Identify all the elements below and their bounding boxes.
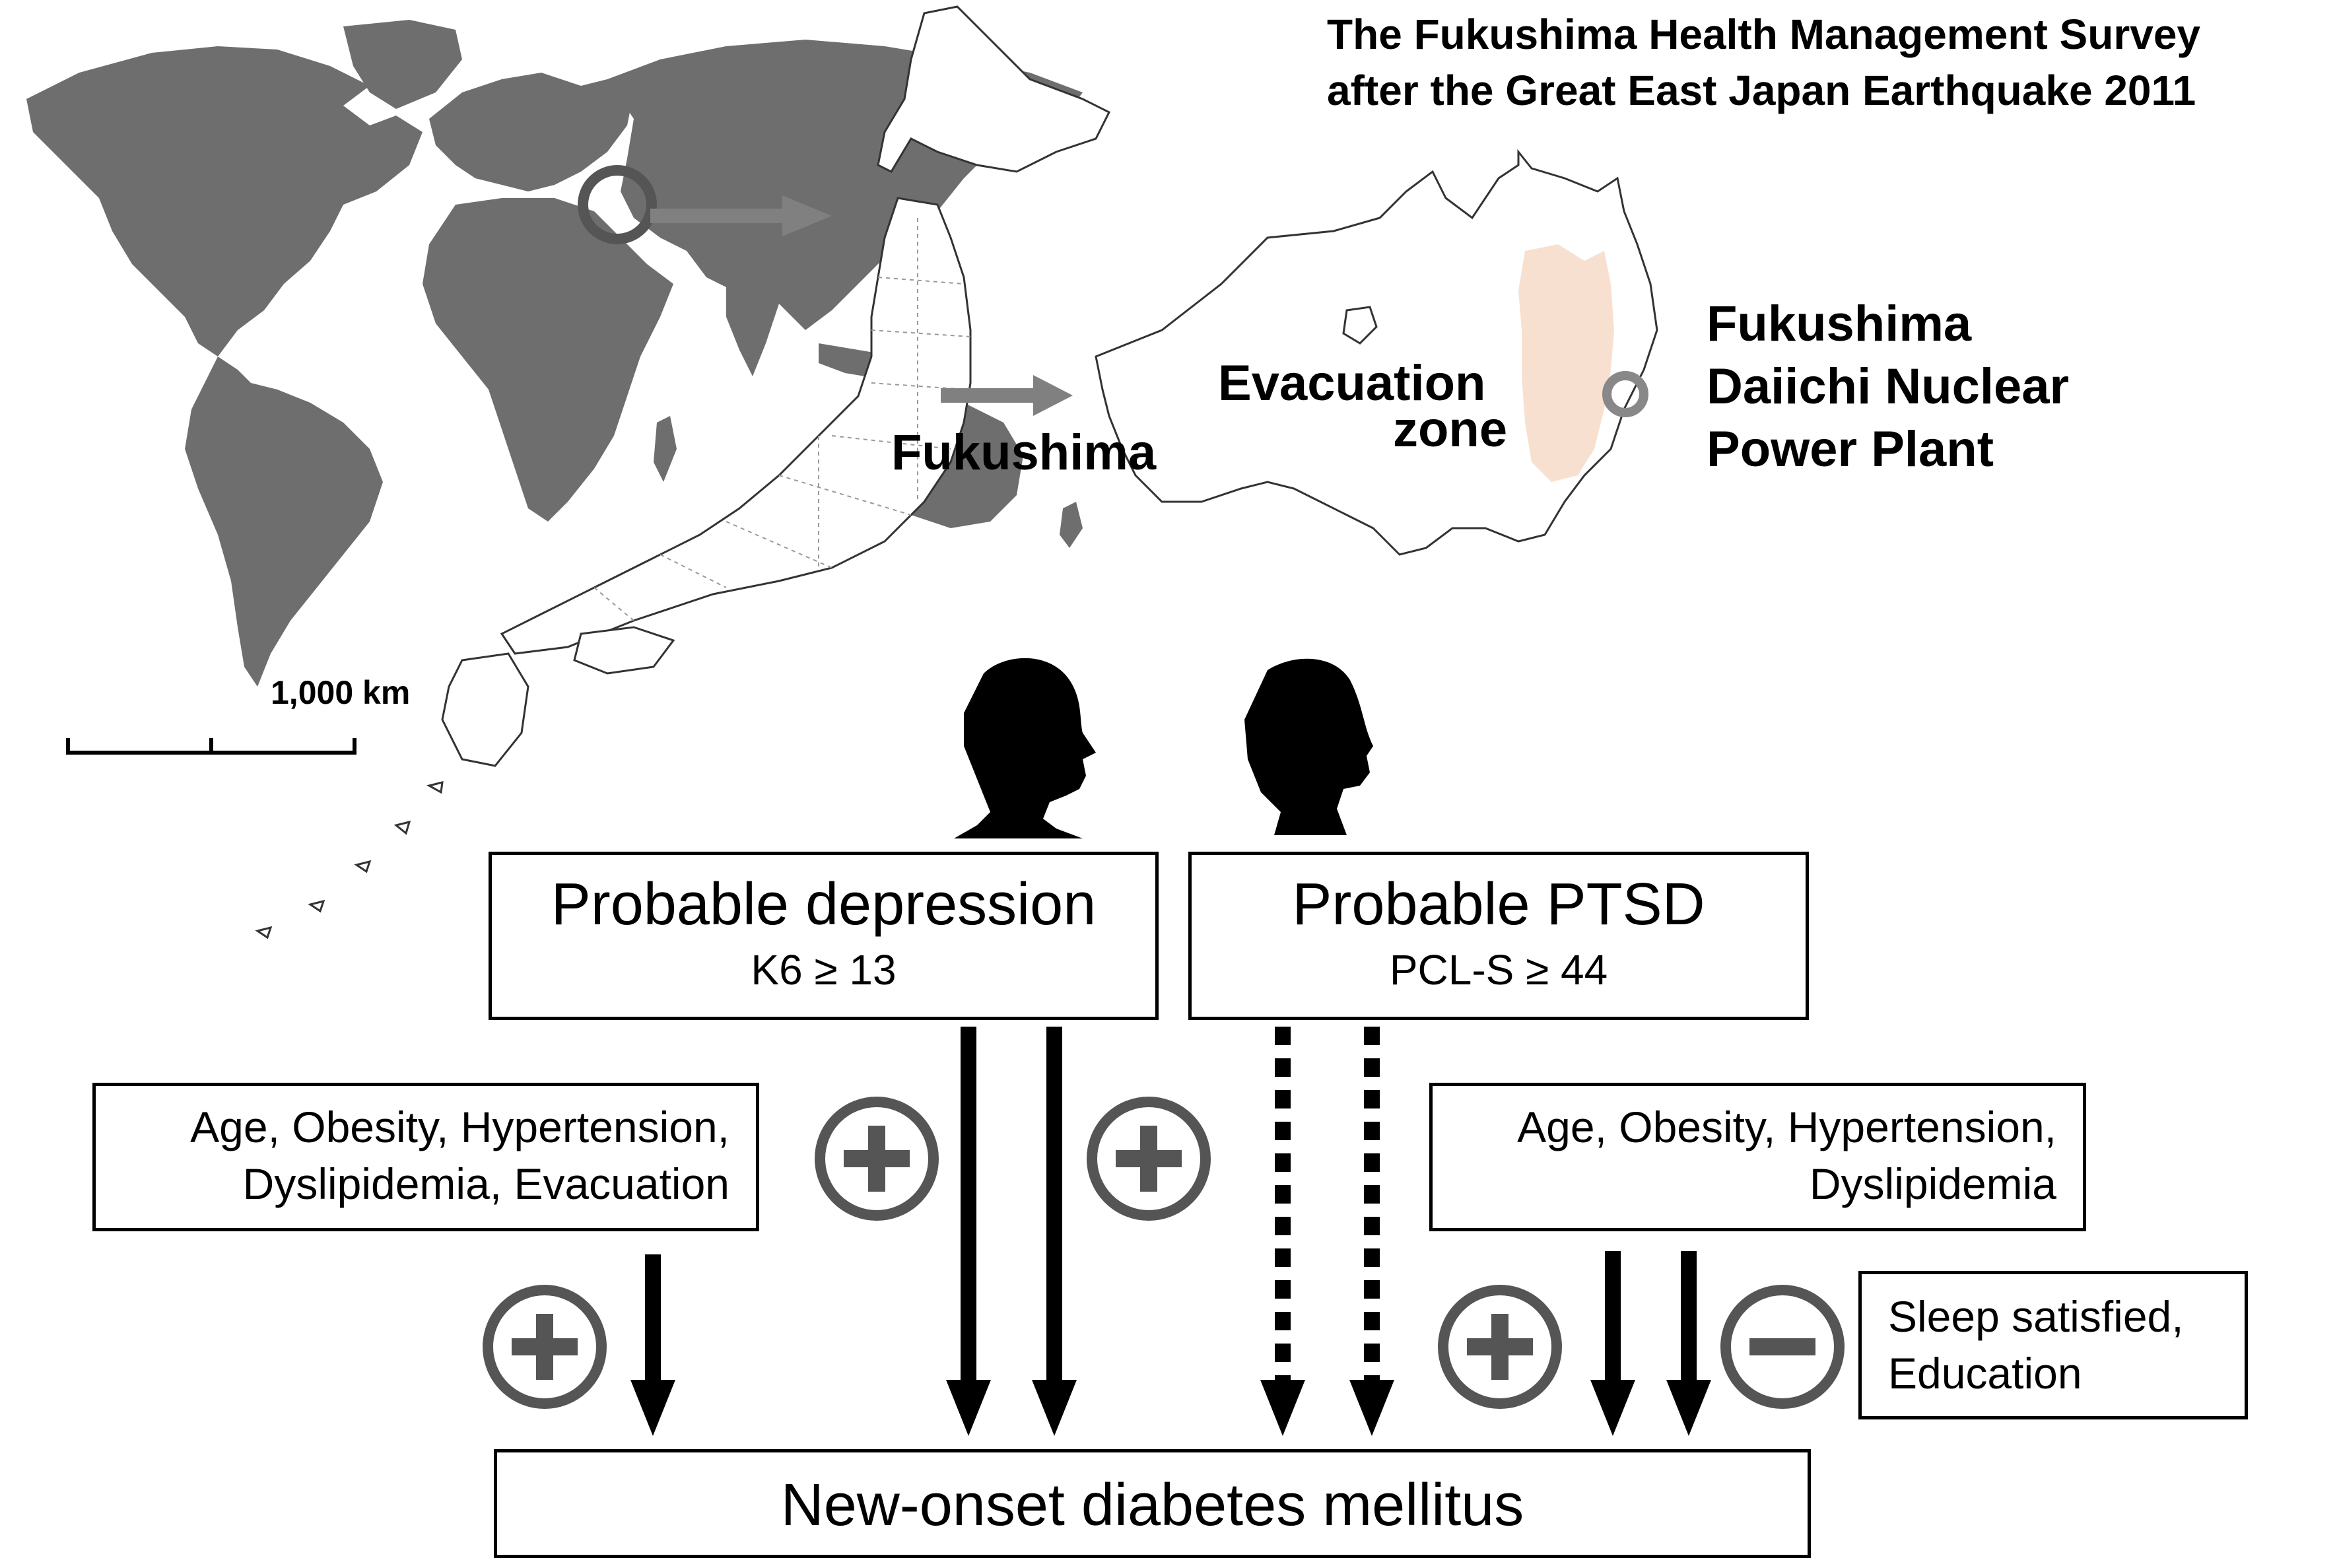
island-honshu bbox=[500, 197, 972, 655]
arrow-negative-factors-to-outcome bbox=[1666, 1251, 1711, 1436]
scale-label: 1,000 km bbox=[271, 674, 411, 711]
ptsd-criterion: PCL-S ≥ 44 bbox=[1389, 946, 1608, 994]
outcome-title: New-onset diabetes mellitus bbox=[780, 1472, 1524, 1538]
depression-box: Probable depression K6 ≥ 13 bbox=[489, 852, 1159, 1020]
arrow-world-to-japan bbox=[650, 195, 832, 236]
power-plant-ring bbox=[1602, 371, 1648, 417]
continent-north-america bbox=[26, 46, 423, 357]
arrow-ptsd-to-outcome-dotted-2 bbox=[1349, 1027, 1394, 1436]
arrow-ptsd-to-outcome-dotted-1 bbox=[1260, 1027, 1305, 1436]
plus-sign-right-factors bbox=[1438, 1285, 1562, 1409]
island-hokkaido bbox=[877, 5, 1111, 173]
evacuation-zone-area bbox=[1518, 244, 1614, 482]
arrow-right-factors-to-outcome bbox=[1590, 1251, 1635, 1436]
female-silhouette-icon bbox=[1244, 658, 1373, 835]
evacuation-label-line1: Evacuation bbox=[1218, 355, 1486, 411]
island-kyushu bbox=[441, 652, 529, 767]
plus-sign-depression-1 bbox=[815, 1097, 939, 1221]
region-india bbox=[726, 277, 779, 376]
figure-title-line1: The Fukushima Health Management Survey bbox=[1327, 11, 2200, 58]
lake-inawashiro bbox=[1342, 306, 1378, 345]
okinawa-islands bbox=[255, 781, 444, 939]
arrow-depression-to-outcome-1 bbox=[946, 1027, 991, 1436]
plant-label-line1: Fukushima bbox=[1707, 296, 1972, 352]
fukushima-label: Fukushima bbox=[891, 425, 1157, 481]
depression-criterion: K6 ≥ 13 bbox=[751, 946, 897, 994]
negative-factors-line1: Sleep satisfied, bbox=[1888, 1292, 2184, 1341]
ptsd-title: Probable PTSD bbox=[1292, 871, 1705, 937]
prefecture-borders bbox=[593, 218, 971, 621]
japan-map bbox=[441, 5, 1111, 767]
island-new-zealand bbox=[1060, 502, 1083, 548]
right-factors-line2: Dyslipidemia bbox=[1809, 1159, 2056, 1208]
continent-africa bbox=[423, 198, 673, 522]
plus-sign-depression-2 bbox=[1087, 1097, 1211, 1221]
ptsd-box: Probable PTSD PCL-S ≥ 44 bbox=[1188, 852, 1809, 1020]
male-silhouette-icon bbox=[954, 658, 1096, 838]
arrow-depression-to-outcome-2 bbox=[1032, 1027, 1077, 1436]
negative-factors-line2: Education bbox=[1888, 1348, 2082, 1398]
left-factors-line2: Dyslipidemia, Evacuation bbox=[242, 1159, 729, 1208]
continent-europe bbox=[429, 73, 634, 191]
depression-title: Probable depression bbox=[551, 871, 1097, 937]
figure-title-line2: after the Great East Japan Earthquake 20… bbox=[1327, 67, 2196, 114]
plus-sign-left-factors bbox=[483, 1285, 607, 1409]
continent-south-america bbox=[185, 357, 383, 687]
plant-label-line2: Daiichi Nuclear bbox=[1707, 358, 2070, 415]
island-shikoku bbox=[573, 626, 675, 675]
arrow-japan-to-fukushima bbox=[941, 375, 1073, 416]
scale-bar bbox=[66, 738, 356, 755]
plant-label-line3: Power Plant bbox=[1707, 421, 1994, 477]
right-factors-line1: Age, Obesity, Hypertension, bbox=[1517, 1103, 2056, 1151]
minus-sign-negative-factors bbox=[1720, 1285, 1845, 1409]
negative-factors-box: Sleep satisfied, Education bbox=[1858, 1271, 2248, 1419]
arrow-left-factors-to-outcome bbox=[630, 1254, 675, 1436]
island-madagascar bbox=[654, 416, 677, 482]
left-factors-line1: Age, Obesity, Hypertension, bbox=[190, 1103, 729, 1151]
japan-highlight-ring bbox=[578, 165, 657, 244]
continent-greenland bbox=[343, 20, 462, 109]
right-factors-box: Age, Obesity, Hypertension, Dyslipidemia bbox=[1429, 1083, 2086, 1231]
outcome-box: New-onset diabetes mellitus bbox=[494, 1449, 1811, 1558]
evacuation-label-line2: zone bbox=[1393, 401, 1508, 458]
left-factors-box: Age, Obesity, Hypertension, Dyslipidemia… bbox=[92, 1083, 759, 1231]
